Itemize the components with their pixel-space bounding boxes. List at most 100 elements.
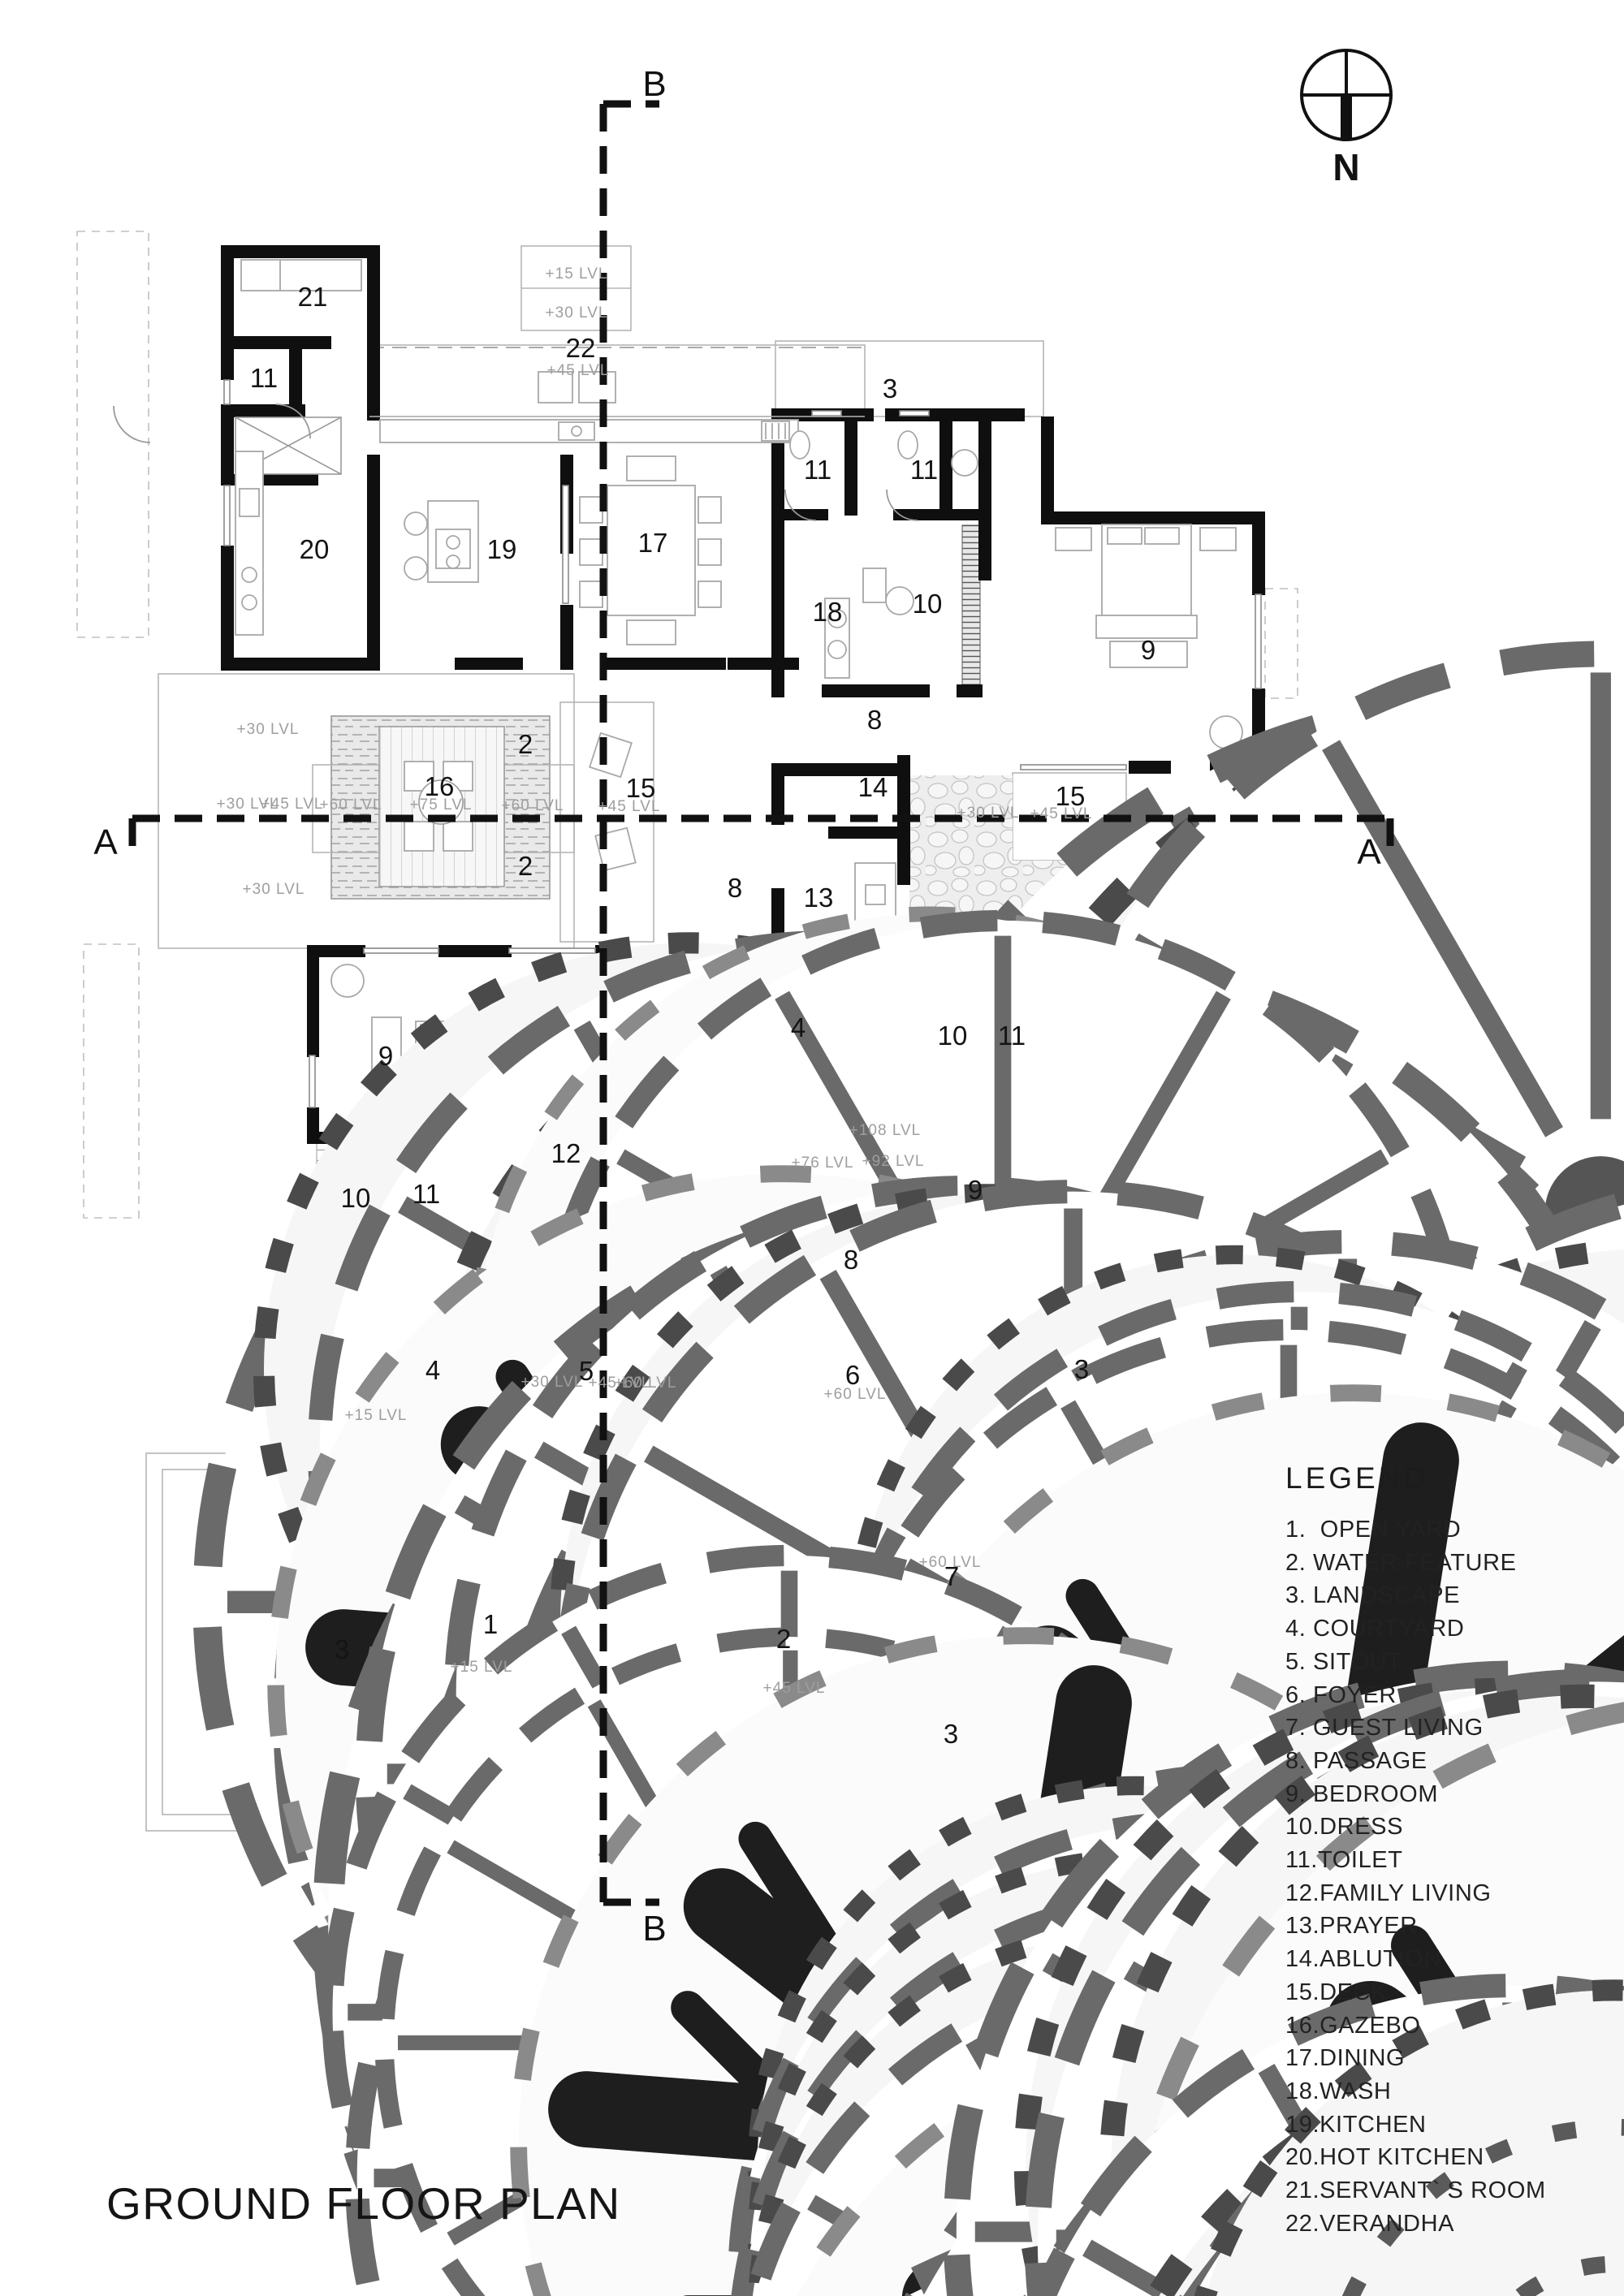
legend-item: 21.SERVANT` S ROOM: [1285, 2177, 1546, 2204]
room-number-label: 17: [638, 528, 668, 558]
level-label: +45 LVL: [589, 1375, 651, 1392]
legend-item: 17.DINING: [1285, 2045, 1406, 2072]
room-number-label: 15: [1056, 781, 1086, 811]
room-number-label: 9: [968, 1175, 983, 1205]
louver-screen-1: [961, 524, 981, 685]
dining-table: [607, 485, 696, 616]
room-number-label: 8: [867, 705, 882, 735]
legend-item: 3. LANDSCAPE: [1285, 1582, 1461, 1609]
room-number-label: 8: [728, 873, 742, 903]
legend-item: 12.FAMILY LIVING: [1285, 1880, 1492, 1906]
level-label: +45 LVL: [261, 796, 324, 813]
north-arrow: N: [1300, 49, 1393, 188]
room-number-label: 4: [425, 1355, 440, 1385]
legend-item: 2. WATER FEATURE: [1285, 1549, 1517, 1576]
wc: [897, 430, 918, 460]
level-label: +60 LVL: [824, 1386, 887, 1403]
kitchen19-sink: [558, 421, 595, 441]
north-arrow-pointer: [1341, 95, 1352, 140]
legend-title: LEGEND: [1285, 1461, 1429, 1495]
room-number-label: 10: [341, 1183, 371, 1213]
section-marker-label: A: [93, 822, 118, 862]
closet-21: [240, 259, 362, 291]
room-number-label: 4: [791, 1012, 806, 1042]
legend-item: 1. OPEN YARD: [1285, 1517, 1462, 1543]
legend-item: 9. BEDROOM: [1285, 1780, 1439, 1807]
basin: [951, 449, 978, 477]
level-label: +76 LVL: [792, 1154, 854, 1172]
room-number-label: 22: [566, 333, 596, 363]
room-number-label: 21: [298, 282, 328, 312]
level-label: +30 LVL: [243, 881, 305, 898]
room-number-label: 13: [804, 883, 834, 913]
room-number-label: 12: [551, 1138, 581, 1168]
deck-lounger: [589, 732, 633, 779]
level-label: +60 LVL: [919, 1554, 982, 1571]
room-number-label: 14: [858, 772, 888, 802]
wash-counter: [824, 598, 850, 679]
room-number-label: 6: [845, 1360, 860, 1390]
level-label: +30 LVL: [521, 1374, 584, 1391]
room-number-label: 15: [626, 773, 656, 803]
level-label: +45 LVL: [598, 798, 661, 815]
room-number-label: 10: [938, 1021, 968, 1051]
room-number-label: 1: [483, 1609, 498, 1639]
bay-window-dashed: [1264, 588, 1298, 699]
stool: [404, 511, 428, 536]
level-label: +60 LVL: [615, 1375, 677, 1392]
room-number-label: 11: [804, 455, 831, 485]
room-number-label: 9: [378, 1041, 393, 1071]
room-number-label: 2: [776, 1624, 791, 1654]
level-label: +15 LVL: [451, 1659, 513, 1676]
legend-list: 1. OPEN YARD 2. WATER FEATURE 3. LANDSCAPE…: [1285, 1513, 1610, 2240]
legend-item: 16.GAZEBO: [1285, 2012, 1421, 2039]
room-number-label: 3: [883, 373, 897, 404]
room-number-label: 10: [913, 589, 943, 619]
level-label: +60 LVL: [320, 796, 382, 814]
level-label: +30 LVL: [217, 796, 279, 813]
level-label: +92 LVL: [862, 1153, 925, 1170]
dress-mirror: [885, 586, 914, 615]
boundary-dashed-w: [83, 943, 140, 1219]
section-marker-label: A: [1357, 832, 1381, 872]
level-label: +45 LVL: [763, 1680, 826, 1697]
room-number-label: 11: [250, 363, 278, 393]
room-number-label: 5: [579, 1356, 594, 1386]
legend-item: 14.ABLUTION: [1285, 1946, 1441, 1973]
wc: [789, 430, 810, 460]
room-number-label: 7: [944, 1561, 959, 1591]
room-number-label: 3: [1074, 1354, 1089, 1384]
room-number-label: 11: [998, 1021, 1026, 1051]
hob-burner: [241, 567, 257, 583]
legend-item: 8. PASSAGE: [1285, 1747, 1427, 1774]
room-number-label: 11: [412, 1179, 440, 1209]
level-label: +30 LVL: [546, 304, 608, 322]
verandha-deck-region: [369, 344, 866, 417]
legend-item: 18.WASH: [1285, 2078, 1392, 2104]
level-label: +30 LVL: [957, 805, 1020, 822]
level-label: +30 LVL: [237, 721, 300, 738]
bed-bench: [1109, 641, 1188, 668]
legend-item: 22.VERANDHA: [1285, 2210, 1455, 2237]
legend-item: 15.DECK: [1285, 1979, 1388, 2005]
room-number-label: 3: [335, 1634, 349, 1664]
room-number-label: 9: [1141, 635, 1155, 665]
room-number-label: 18: [813, 597, 843, 627]
legend-item: 7. GUEST LIVING: [1285, 1715, 1484, 1741]
section-marker-label: B: [642, 64, 666, 104]
hob-burner: [241, 594, 257, 611]
legend-item: 19.KITCHEN: [1285, 2111, 1427, 2138]
legend-item: 4. COURTYARD: [1285, 1616, 1465, 1642]
boundary-dashed-nw: [76, 231, 149, 638]
level-label: +60 LVL: [502, 797, 564, 814]
legend-item: 11.TOILET: [1285, 1847, 1403, 1874]
level-labels: +15 LVL+30 LVL+45 LVL+30 LVL+30 LVL+45 L…: [217, 265, 1092, 1697]
landscape-top-region: [775, 340, 1044, 417]
legend-item: 10.DRESS: [1285, 1814, 1404, 1841]
gazebo-table: [418, 779, 464, 825]
section-lines: [128, 100, 1394, 1906]
page-title: GROUND FLOOR PLAN: [106, 2178, 621, 2229]
